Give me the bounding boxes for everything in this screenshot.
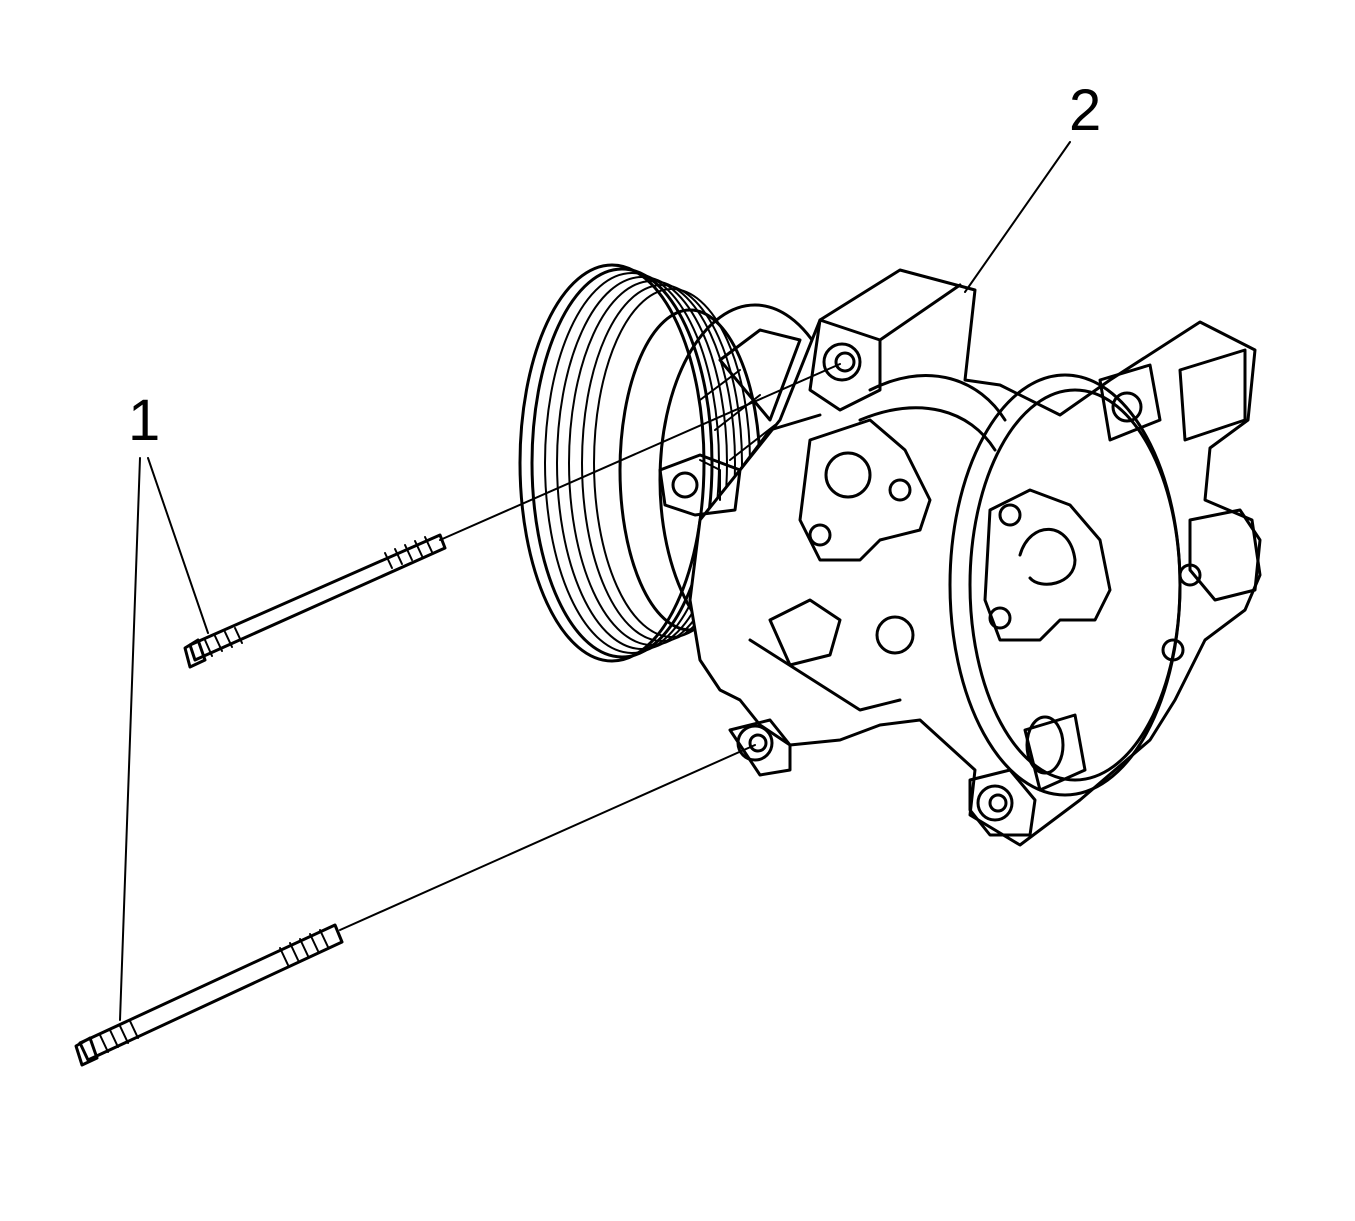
callout-leaders	[119, 141, 1071, 1021]
lower-stud	[74, 744, 756, 1067]
callout-1-label: 1	[128, 388, 161, 453]
upper-stud	[183, 363, 841, 669]
compressor-body	[658, 268, 1262, 847]
callout-2-label: 2	[1069, 78, 1102, 143]
